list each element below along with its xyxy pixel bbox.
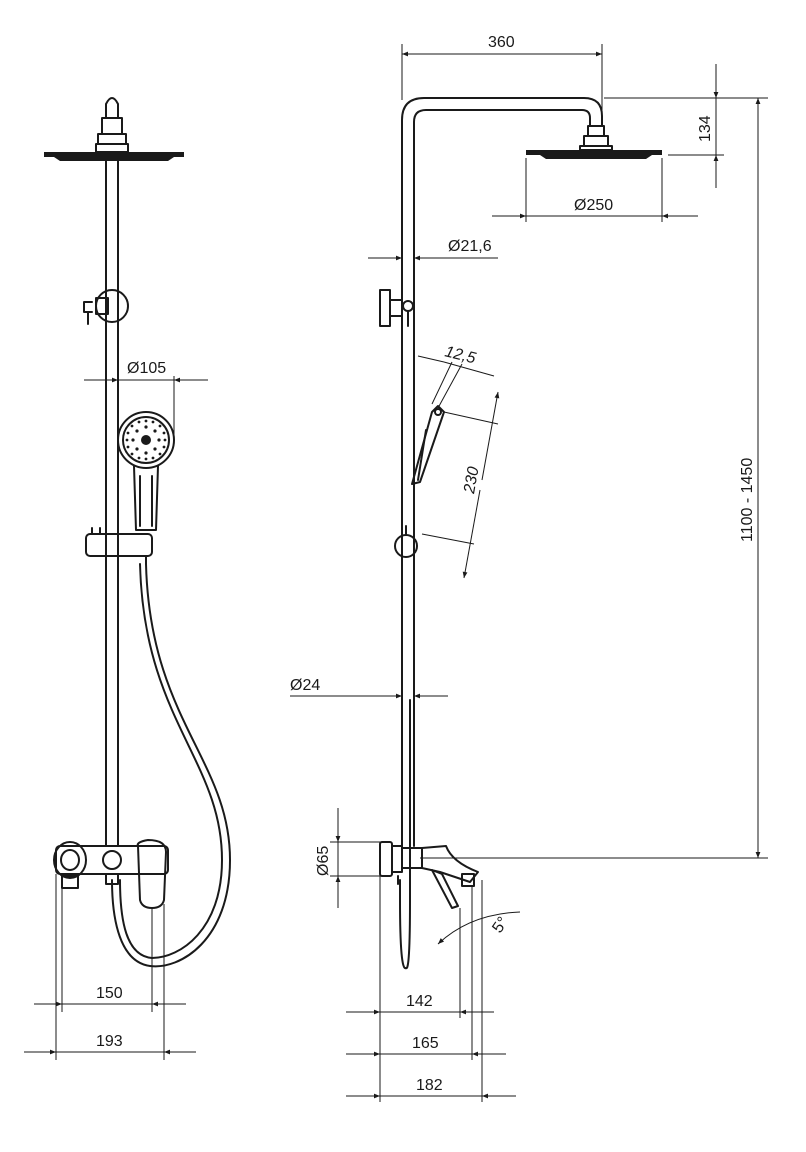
front-hose-outer [111, 563, 231, 968]
front-hand-shower [117, 411, 175, 531]
front-diverter [83, 289, 129, 325]
front-slider-holder [85, 527, 153, 565]
dim-mixer-width: 193 [96, 1033, 123, 1050]
dim-hand-handle-width: 12,5 [443, 343, 477, 367]
dim-projection-165: 165 [412, 1035, 439, 1052]
side-rain-head [526, 145, 662, 159]
front-hose-inner [119, 563, 223, 959]
dim-mixer-center-distance: 150 [96, 985, 123, 1002]
dim-head-drop: 134 [697, 115, 714, 142]
dim-height-range: 1100 - 1450 [739, 458, 756, 542]
side-arm-outer [401, 97, 603, 263]
dim-projection-182: 182 [416, 1077, 443, 1094]
dim-pipe-lower-diameter: Ø24 [290, 677, 320, 694]
dim-head-diameter: Ø250 [574, 197, 613, 214]
front-mixer [53, 839, 169, 909]
dim-spout-angle: 5° [489, 914, 512, 936]
side-arm-inner [413, 109, 591, 263]
front-view [44, 97, 231, 968]
side-dimensions: 360 134 Ø250 Ø21,6 12,5 230 [290, 34, 768, 1102]
side-hand-shower [411, 405, 445, 485]
front-dimensions: Ø105 150 193 [24, 360, 208, 1060]
front-head-connector [101, 117, 123, 135]
dim-pipe-upper-diameter: Ø21,6 [448, 238, 492, 255]
dim-mixer-diameter: Ø65 [315, 846, 332, 876]
side-diverter [379, 289, 414, 327]
dim-hand-shower-diameter: Ø105 [127, 360, 166, 377]
side-mixer [379, 841, 479, 909]
dim-projection-142: 142 [406, 993, 433, 1010]
front-rain-head [44, 143, 184, 161]
dim-hand-shower-length: 230 [461, 465, 483, 495]
dim-arm-length: 360 [488, 34, 515, 51]
side-view [379, 97, 662, 970]
side-hose [399, 699, 411, 970]
